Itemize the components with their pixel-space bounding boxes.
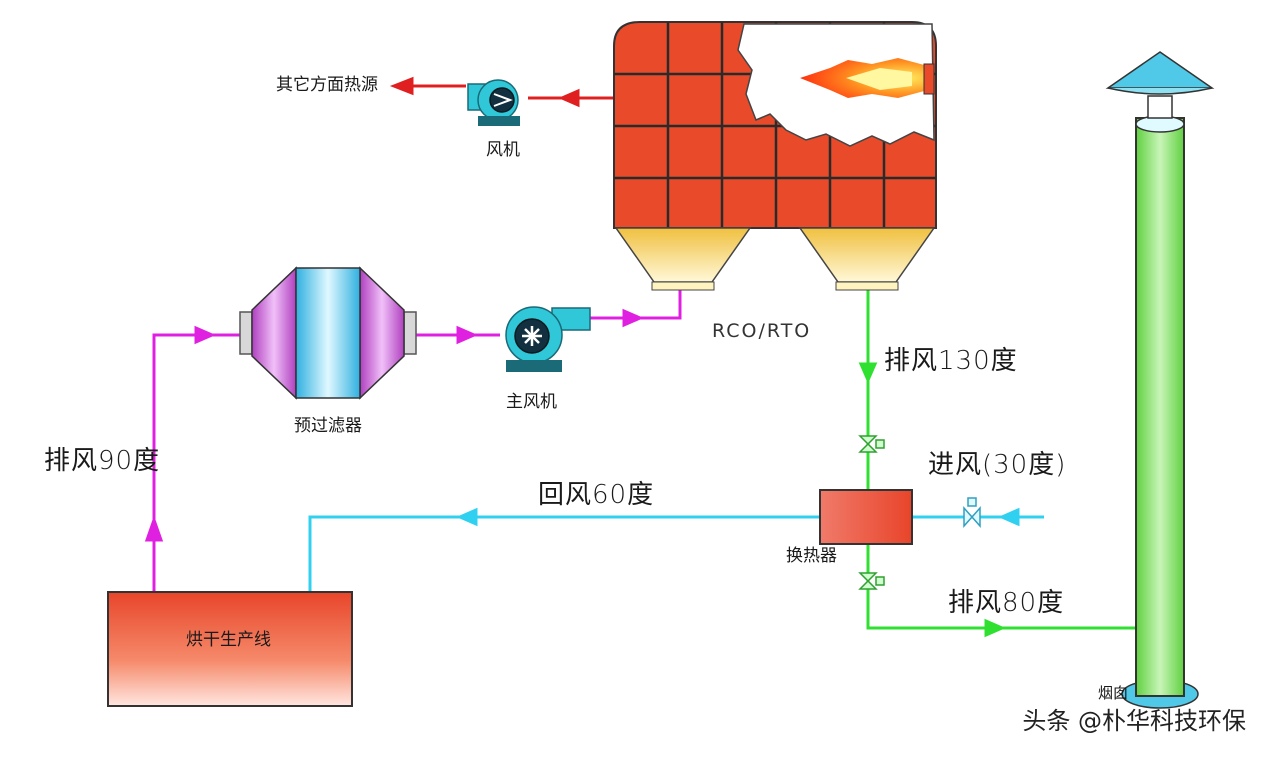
heat-exchanger-label: 换热器	[786, 546, 837, 566]
fan-label: 风机	[486, 140, 520, 160]
arrow-icon	[984, 618, 1006, 638]
rco-rto-furnace	[613, 21, 937, 291]
valve-icon[interactable]	[963, 497, 981, 528]
main-fan-icon[interactable]	[505, 306, 591, 372]
fan-icon[interactable]	[467, 79, 520, 126]
arrow-icon	[998, 507, 1020, 527]
heat-recovery-pipe	[389, 76, 614, 108]
arrow-icon	[144, 515, 164, 542]
drying-production-line	[107, 591, 353, 707]
other-heat-source-label: 其它方面热源	[276, 75, 378, 95]
flame-icon	[800, 58, 935, 98]
main-fan-label: 主风机	[506, 392, 557, 412]
valve-icon[interactable]	[858, 435, 885, 453]
arrow-icon	[456, 507, 478, 527]
pre-filter	[239, 266, 417, 400]
return-60-label: 回风60度	[538, 480, 655, 510]
chimney-label: 烟囱	[1098, 684, 1129, 702]
watermark: 头条 @朴华科技环保	[1022, 707, 1246, 735]
prefilter-label: 预过滤器	[294, 416, 362, 436]
heat-exchanger	[819, 489, 913, 545]
arrow-icon	[194, 325, 216, 345]
exhaust-90-label: 排风90度	[44, 446, 161, 476]
valve-icon[interactable]	[858, 572, 885, 590]
rco-rto-label: RCO/RTO	[712, 320, 812, 342]
drying-line-label: 烘干生产线	[186, 630, 271, 650]
arrow-icon	[389, 76, 414, 96]
exhaust-80-label: 排风80度	[948, 588, 1065, 618]
chimney	[1105, 51, 1215, 709]
return-air-pipe	[308, 507, 1044, 592]
exhaust-130-label: 排风130度	[884, 346, 1018, 376]
arrow-icon	[456, 325, 478, 345]
process-gas-pipe	[144, 290, 682, 592]
arrow-icon	[858, 362, 878, 384]
arrow-icon	[622, 308, 644, 328]
arrow-icon	[558, 88, 580, 108]
intake-30-label: 进风(30度)	[928, 450, 1067, 480]
